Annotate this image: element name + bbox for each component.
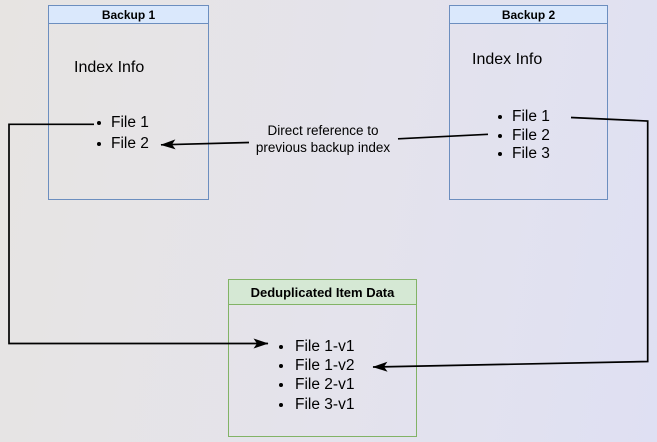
- backup1-index-info-label: Index Info: [74, 59, 145, 76]
- backup1-file-list: File 1 File 2: [97, 113, 149, 154]
- list-item-label: File 2-v1: [295, 376, 355, 394]
- bullet-icon: [498, 152, 502, 157]
- dedup-file-list: File 1-v1 File 1-v2 File 2-v1 File 3-v1: [279, 337, 354, 414]
- backup2-title: Backup 2: [450, 6, 607, 24]
- bullet-icon: [97, 121, 101, 126]
- edge-label-line2: previous backup index: [255, 140, 391, 155]
- backup2-index-info-label: Index Info: [472, 51, 543, 68]
- dedup-box: Deduplicated Item Data File 1-v1 File 1-…: [228, 279, 417, 437]
- dedup-title: Deduplicated Item Data: [229, 280, 416, 305]
- bullet-icon: [279, 363, 283, 368]
- list-item-label: File 2: [111, 134, 149, 152]
- list-item: File 3: [498, 145, 550, 164]
- list-item-label: File 1-v2: [295, 356, 355, 374]
- list-item: File 1: [97, 113, 149, 134]
- bullet-icon: [97, 141, 101, 146]
- list-item: File 2: [97, 134, 149, 155]
- list-item: File 2-v1: [279, 376, 354, 395]
- backup2-box: Backup 2 Index Info File 1 File 2 File 3: [449, 5, 608, 200]
- bullet-icon: [279, 344, 283, 349]
- list-item: File 1-v1: [279, 337, 354, 356]
- list-item: File 1-v2: [279, 356, 354, 375]
- bullet-icon: [279, 402, 283, 407]
- list-item-label: File 1-v1: [295, 337, 355, 355]
- list-item-label: File 3: [512, 145, 550, 163]
- list-item-label: File 1: [512, 108, 550, 126]
- list-item: File 3-v1: [279, 395, 354, 414]
- bullet-icon: [498, 133, 502, 138]
- list-item: File 2: [498, 127, 550, 146]
- backup1-title: Backup 1: [49, 6, 208, 24]
- bullet-icon: [498, 115, 502, 120]
- edge-label-direct-reference: Direct reference to previous backup inde…: [250, 122, 396, 156]
- list-item-label: File 1: [111, 114, 149, 132]
- list-item-label: File 3-v1: [295, 395, 355, 413]
- backup2-file-list: File 1 File 2 File 3: [498, 108, 550, 164]
- list-item: File 1: [498, 108, 550, 127]
- bullet-icon: [279, 383, 283, 388]
- edge-label-line1: Direct reference to: [267, 123, 379, 138]
- backup1-box: Backup 1 Index Info File 1 File 2: [48, 5, 209, 200]
- list-item-label: File 2: [512, 126, 550, 144]
